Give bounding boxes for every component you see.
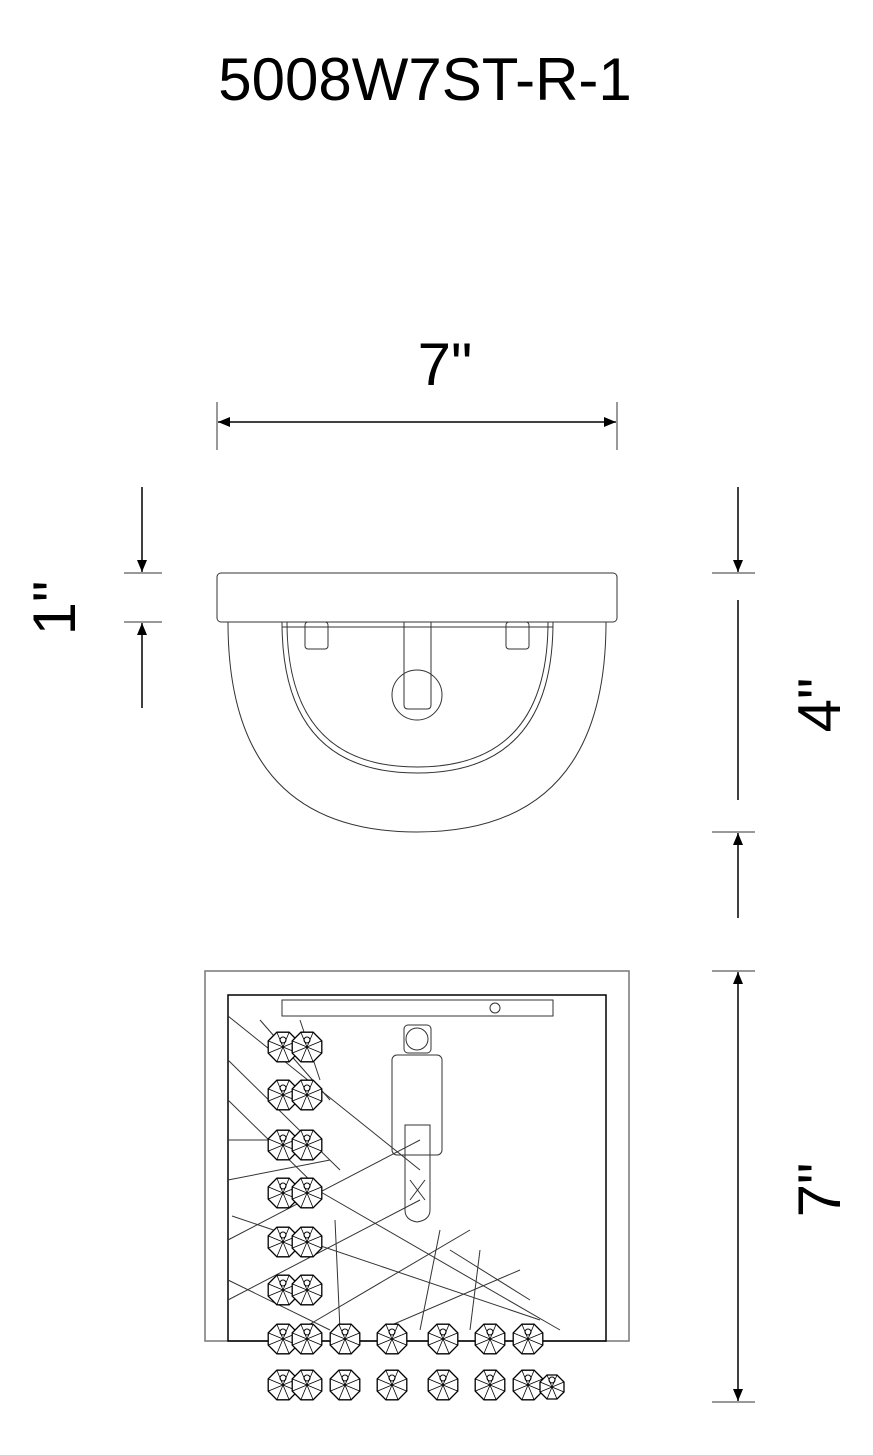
crystal-octagon: [267, 1079, 299, 1111]
height-dimension: 7": [712, 970, 853, 1403]
crystal-octagon: [512, 1323, 544, 1355]
front-view: [204, 970, 630, 1401]
crystal-octagon: [474, 1369, 506, 1401]
crystal-octagon: [329, 1369, 361, 1401]
crystal-strands: [267, 1031, 565, 1401]
mount-circle: [391, 669, 443, 721]
canopy-height-dimension: 1": [21, 487, 162, 708]
crystal-octagon: [291, 1323, 323, 1355]
crystal-octagon: [474, 1323, 506, 1355]
width-label: 7": [418, 331, 473, 398]
crystal-octagon: [267, 1323, 299, 1355]
crystal-octagon: [291, 1031, 323, 1063]
inner-frame: [227, 994, 607, 1342]
inner-arc: [281, 621, 554, 774]
width-dimension: 7": [216, 331, 618, 450]
crystal-octagon: [291, 1274, 323, 1306]
canopy-height-label: 1": [21, 581, 88, 636]
shade-outline: [227, 621, 607, 833]
crystal-octagon: [291, 1129, 323, 1161]
crystal-octagon: [539, 1374, 565, 1400]
top-view: [216, 572, 618, 833]
bulb-socket: [391, 1024, 443, 1223]
crystal-octagon: [329, 1323, 361, 1355]
crystal-octagon: [427, 1369, 459, 1401]
stem: [403, 622, 432, 710]
bulb: [404, 1155, 431, 1223]
knob-left: [304, 621, 329, 650]
depth-dimension: 4": [712, 487, 853, 918]
height-label: 7": [786, 1163, 853, 1218]
crystal-octagon: [512, 1369, 544, 1401]
knob-right: [505, 621, 530, 650]
crystal-octagon: [291, 1369, 323, 1401]
depth-label: 4": [786, 678, 853, 733]
canopy-plate: [216, 572, 618, 623]
crystal-octagon: [376, 1369, 408, 1401]
crystal-octagon: [291, 1226, 323, 1258]
model-title: 5008W7ST-R-1: [218, 46, 632, 113]
crystal-octagon: [376, 1323, 408, 1355]
crystal-octagon: [267, 1031, 299, 1063]
crystal-octagon: [427, 1323, 459, 1355]
crystal-octagon: [291, 1177, 323, 1209]
crystal-octagon: [291, 1079, 323, 1111]
top-bar: [281, 999, 554, 1017]
